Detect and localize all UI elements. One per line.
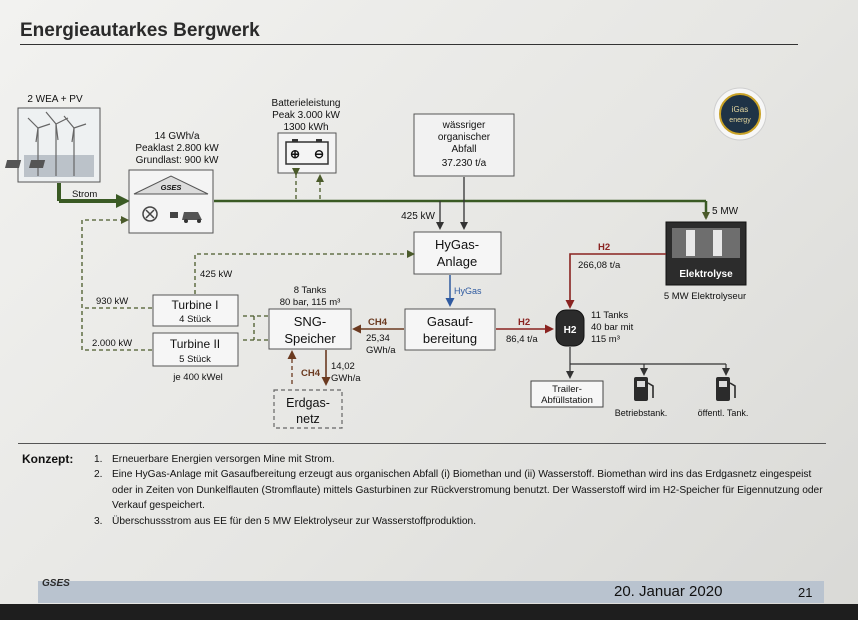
waste-label-2: organischer (438, 132, 491, 143)
concept-heading: Konzept: (22, 452, 74, 466)
slide-title: Energieautarkes Bergwerk (20, 20, 260, 41)
hygas-label-1: HyGas- (435, 237, 479, 252)
igas-logo-text-1: iGas (732, 105, 748, 114)
waste-label-4: 37.230 t/a (442, 158, 487, 169)
trailer-box (530, 380, 604, 408)
projector-edge (0, 604, 858, 620)
turbine-1-count: 4 Stück (179, 314, 211, 325)
concept-item-text: Überschussstrom aus EE für den 5 MW Elek… (112, 515, 477, 527)
ch4-down-value-2: GWh/a (331, 373, 361, 384)
turbine-2-count: 5 Stück (179, 354, 211, 365)
trailer-label-2: Abfüllstation (541, 395, 593, 406)
h2-tank-icon: H2 (555, 309, 585, 347)
waste-label-1: wässriger (442, 120, 486, 131)
turbine-1-box (152, 294, 239, 327)
waste-label-3: Abfall (451, 144, 476, 155)
concept-item: 1. Erneuerbare Energien versorgen Mine m… (94, 452, 824, 467)
h2-tanks-3: 115 m³ (591, 334, 620, 345)
h2-elektrolyse-to-tank (565, 253, 666, 309)
h2-flow1-label: H2 (598, 242, 610, 253)
igas-energy-logo: iGas energy (713, 87, 767, 141)
concept-item-text: Erneuerbare Energien versorgen Mine mit … (112, 454, 335, 465)
h2-flow1-value: 266,08 t/a (578, 260, 621, 271)
waste-box (413, 113, 515, 177)
erdgas-label-2: netz (296, 412, 320, 426)
gas-label-1: Gasauf- (427, 314, 473, 329)
concept-list: 1. Erneuerbare Energien versorgen Mine m… (94, 452, 824, 529)
gasaufbereitung-box (404, 308, 496, 351)
concept-item-text: Eine HyGas-Anlage mit Gasaufbereitung er… (112, 469, 823, 512)
h2-tanks-2: 40 bar mit (591, 322, 634, 333)
concept-divider (18, 443, 826, 444)
power-425-top-label: 425 kW (401, 211, 435, 222)
concept-item: 2. Eine HyGas-Anlage mit Gasaufbereitung… (94, 467, 824, 513)
wea-pv-label: 2 WEA + PV (27, 94, 83, 105)
battery-icon: ⊕ ⊖ (277, 132, 337, 174)
turbine-return-to-mine (81, 216, 129, 350)
hygas-flow-label: HyGas (454, 286, 482, 296)
sng-label-1: SNG- (294, 314, 327, 329)
page-number: 21 (798, 585, 813, 600)
concept-item: 3. Überschussstrom aus EE für den 5 MW E… (94, 514, 824, 529)
flow-diagram: 2 WEA + PV Strom 5 MW (4, 87, 767, 429)
h2-tank-label: H2 (564, 325, 577, 336)
concept-item-number: 3. (94, 515, 103, 527)
turbine-to-hygas-link (194, 250, 415, 294)
battery-label-3: 1300 kWh (283, 122, 328, 133)
h2-flow2-value: 86,4 t/a (506, 334, 538, 345)
wind-solar-icon (4, 107, 101, 183)
gas-label-2: bereitung (423, 331, 477, 346)
power-930-label: 930 kW (96, 296, 128, 307)
elektrolyse-box: Elektrolyse (665, 221, 747, 286)
fuel-pump-icon (634, 377, 654, 401)
mine-building-icon: GSES (128, 169, 214, 234)
erdgasnetz-box (273, 389, 343, 429)
sng-tanks-1: 8 Tanks (294, 285, 327, 296)
battery-label-1: Batterieleistung (272, 98, 341, 109)
h2-flow2-label: H2 (518, 317, 530, 328)
trailer-label-1: Trailer- (552, 384, 582, 395)
footer-logo: GSES (42, 578, 86, 600)
ch4-label: CH4 (368, 317, 388, 328)
elektrolyse-caption: 5 MW Elektrolyseur (664, 291, 746, 302)
strom-label: Strom (72, 189, 97, 200)
power-2000-label: 2.000 kW (92, 338, 132, 349)
elektrolyse-label: Elektrolyse (679, 269, 733, 280)
ch4-value-1: 25,34 (366, 333, 390, 344)
h2-tanks-1: 11 Tanks (591, 310, 628, 321)
fuel-pump-icon (716, 377, 736, 401)
footer-bar (38, 581, 824, 603)
oeffentl-tank-label: öffentl. Tank. (698, 408, 749, 418)
hygas-anlage-box (413, 231, 502, 275)
ch4-down-value-1: 14,02 (331, 361, 355, 372)
power-5mw-label: 5 MW (712, 206, 739, 217)
mine-consumption-2: Peaklast 2.800 kW (135, 143, 219, 154)
title-divider (20, 44, 798, 45)
hygas-label-2: Anlage (437, 254, 477, 269)
sng-speicher-box (268, 308, 352, 350)
svg-text:⊕: ⊕ (290, 147, 300, 161)
turbine-2-name: Turbine II (170, 337, 220, 351)
footer-logo-text: GSES (42, 578, 70, 589)
footer-date: 20. Januar 2020 (614, 583, 723, 600)
battery-label-2: Peak 3.000 kW (272, 110, 340, 121)
gses-house-label: GSES (161, 183, 182, 192)
ch4-down-label: CH4 (301, 368, 321, 379)
concept-item-number: 1. (94, 454, 103, 465)
turbine-2-box (152, 332, 239, 367)
mine-consumption-1: 14 GWh/a (154, 131, 199, 142)
turbine-note: je 400 kWel (172, 372, 222, 383)
power-425-left-label: 425 kW (200, 269, 232, 280)
sng-label-2: Speicher (284, 331, 336, 346)
turbine-1-name: Turbine I (172, 298, 219, 312)
mine-consumption-3: Grundlast: 900 kW (136, 155, 219, 166)
sng-tanks-2: 80 bar, 115 m³ (280, 297, 341, 308)
concept-item-number: 2. (94, 469, 103, 481)
igas-logo-text-2: energy (729, 117, 751, 124)
svg-text:⊖: ⊖ (314, 147, 324, 161)
erdgas-label-1: Erdgas- (286, 396, 330, 410)
ch4-value-2: GWh/a (366, 345, 396, 356)
betriebstank-label: Betriebstank. (615, 408, 668, 418)
